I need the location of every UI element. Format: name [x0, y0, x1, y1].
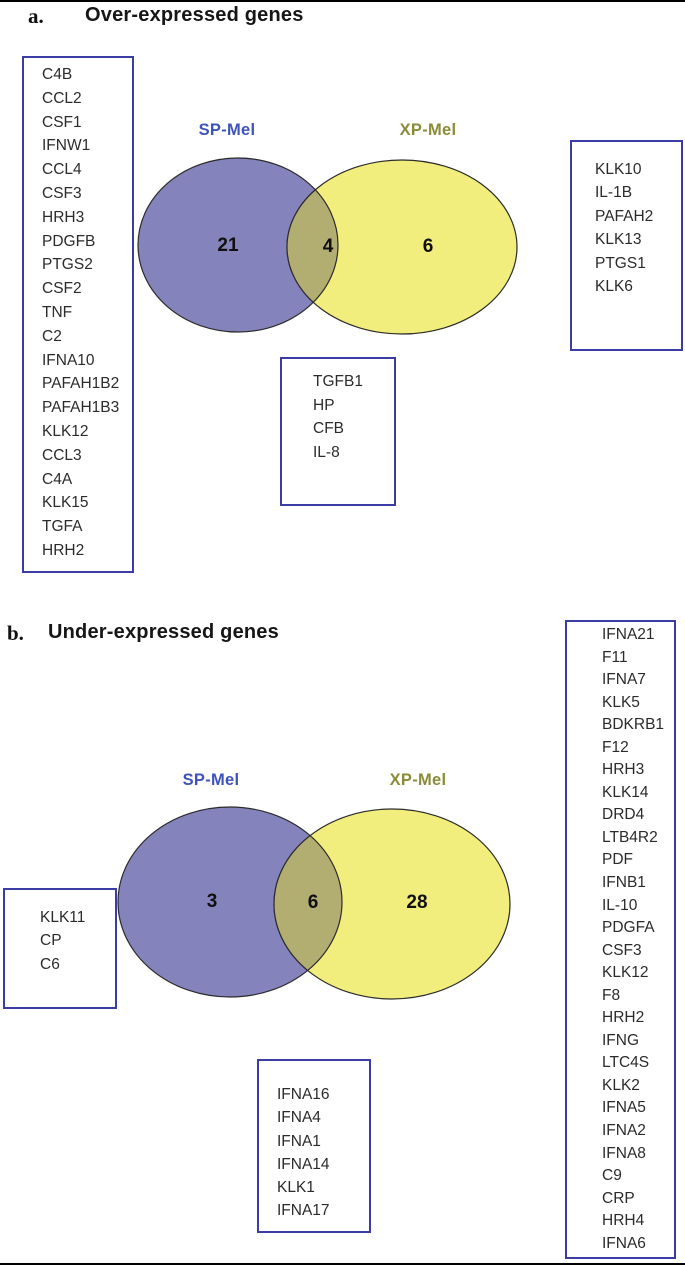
panel-b-right-count: 28 [406, 892, 428, 913]
gene-item: IFNA6 [602, 1234, 646, 1252]
gene-item: HRH4 [602, 1212, 645, 1230]
gene-item: PDGFB [42, 232, 96, 250]
gene-item: IL-1B [595, 184, 633, 202]
panel-b-overlap-arc [274, 809, 343, 998]
panel-b-xp-mel-label: XP-Mel [389, 771, 447, 789]
gene-item: IFNA17 [277, 1202, 330, 1220]
gene-item: KLK10 [595, 161, 642, 178]
panel-a-left-count: 21 [217, 235, 239, 256]
gene-item: IFNA2 [602, 1122, 646, 1140]
gene-item: PAFAH1B2 [42, 375, 120, 393]
gene-item: F8 [602, 986, 621, 1004]
gene-item: KLK6 [595, 278, 633, 296]
gene-item: KLK1 [277, 1179, 315, 1197]
gene-item: LTB4R2 [602, 828, 658, 846]
gene-item: PAFAH1B3 [42, 399, 120, 417]
gene-item: HRH2 [42, 541, 85, 559]
gene-item: C4B [42, 66, 73, 83]
gene-item: IFNA1 [277, 1132, 321, 1150]
panel-b-index: b. [7, 621, 24, 645]
gene-item: IFNA16 [277, 1086, 330, 1103]
gene-item: IFNA4 [277, 1109, 321, 1127]
gene-item: KLK12 [42, 422, 89, 440]
gene-item: PTGS2 [42, 256, 93, 274]
gene-item: DRD4 [602, 806, 645, 824]
gene-item: BDKRB1 [602, 716, 665, 734]
panel-a-overlap-count: 4 [322, 236, 334, 257]
gene-item: C2 [42, 327, 62, 345]
gene-item: IFNA14 [277, 1155, 330, 1173]
gene-item: CSF3 [602, 941, 642, 959]
gene-item: TGFA [42, 518, 83, 536]
gene-item: KLK2 [602, 1076, 640, 1094]
panel-a-xp-mel-label: XP-Mel [399, 121, 457, 139]
gene-item: C6 [40, 955, 60, 973]
gene-item: CSF3 [42, 184, 82, 202]
gene-item: IFNB1 [602, 874, 646, 892]
gene-item: IL-8 [313, 443, 340, 461]
gene-item: CSF1 [42, 113, 82, 131]
panel-b-overlap-count: 6 [307, 892, 319, 913]
panel-b-venn-diagram [117, 806, 511, 1000]
gene-item: LTC4S [602, 1054, 650, 1072]
panel-b-left-count: 3 [206, 891, 218, 912]
gene-item: CFB [313, 420, 344, 437]
gene-item: HRH3 [602, 761, 645, 779]
panel-a-overlap-region [286, 159, 338, 332]
gene-item: IFNA7 [602, 671, 646, 689]
gene-item: TNF [42, 303, 73, 321]
gene-item: CCL4 [42, 161, 82, 179]
gene-item: KLK11 [40, 909, 86, 926]
gene-item: IFNA21 [602, 626, 655, 643]
gene-item: KLK5 [602, 693, 640, 711]
gene-item: CCL3 [42, 446, 82, 464]
panel-a-right-count: 6 [422, 236, 434, 257]
panel-a-sp-mel-label: SP-Mel [198, 121, 256, 139]
gene-item: PDF [602, 851, 633, 869]
gene-item: IFNA5 [602, 1099, 646, 1117]
gene-item: F12 [602, 738, 629, 756]
gene-item: C9 [602, 1167, 622, 1185]
gene-item: HRH3 [42, 208, 85, 226]
gene-item: IFNG [602, 1031, 640, 1049]
gene-item: HP [313, 396, 335, 414]
gene-item: TGFB1 [313, 373, 363, 390]
gene-item: IFNW1 [42, 137, 91, 155]
gene-item: PTGS1 [595, 254, 646, 272]
gene-item: CCL2 [42, 89, 82, 107]
gene-item: KLK13 [595, 231, 642, 249]
bottom-rule [0, 1263, 685, 1265]
gene-item: KLK14 [602, 783, 649, 801]
panel-a-venn-diagram [137, 157, 518, 335]
gene-item: F11 [602, 648, 628, 666]
gene-item: C4A [42, 470, 73, 488]
gene-item: KLK12 [602, 964, 649, 982]
panel-b-title: Under-expressed genes [48, 621, 279, 643]
gene-item: KLK15 [42, 494, 89, 512]
gene-item: HRH2 [602, 1009, 645, 1027]
gene-item: IFNA8 [602, 1144, 646, 1162]
panel-a-overlap-arc [287, 160, 339, 333]
top-rule [0, 0, 685, 2]
gene-item: IFNA10 [42, 351, 95, 369]
gene-item: CSF2 [42, 280, 82, 298]
gene-item: IL-10 [602, 896, 638, 914]
gene-item: CRP [602, 1189, 635, 1207]
panel-a-index: a. [28, 4, 44, 28]
gene-item: CP [40, 932, 62, 950]
gene-item: PAFAH2 [595, 207, 654, 225]
panel-a-title: Over-expressed genes [85, 4, 304, 26]
panel-b-sp-mel-label: SP-Mel [182, 771, 240, 789]
gene-item: PDGFA [602, 919, 655, 937]
